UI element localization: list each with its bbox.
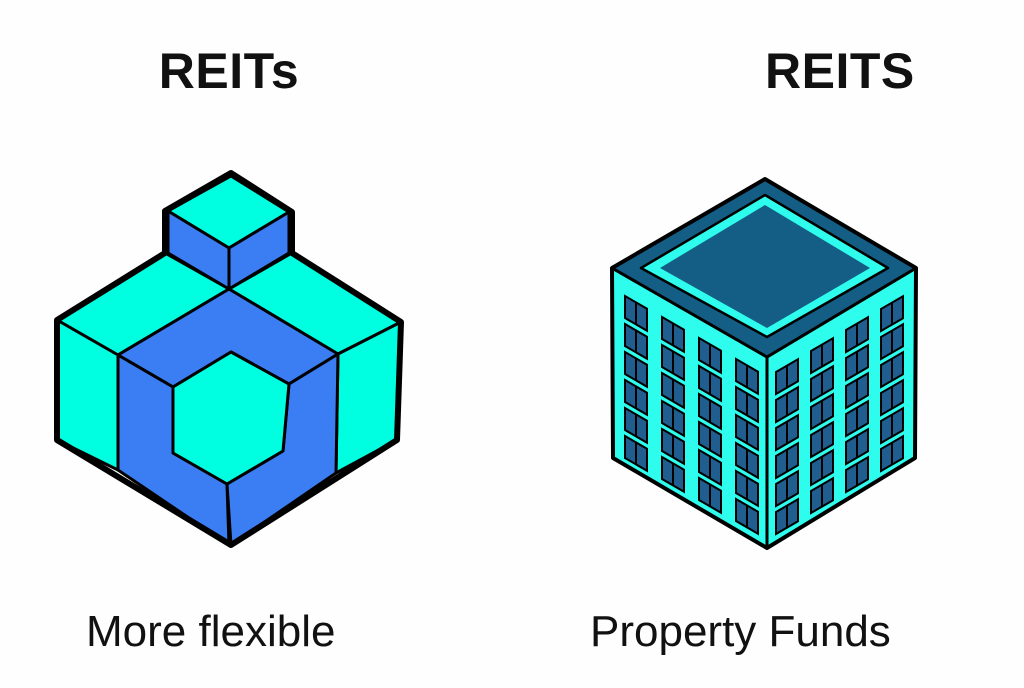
left-title: REITs [158,43,300,99]
left-panel: REITs More fle [54,43,404,656]
right-caption: Property Funds [590,607,891,656]
left-caption: More flexible [86,607,336,656]
modular-cubes-icon [54,170,404,548]
right-panel: REITS Property Funds [512,0,1024,688]
right-title: REITS [765,43,915,99]
